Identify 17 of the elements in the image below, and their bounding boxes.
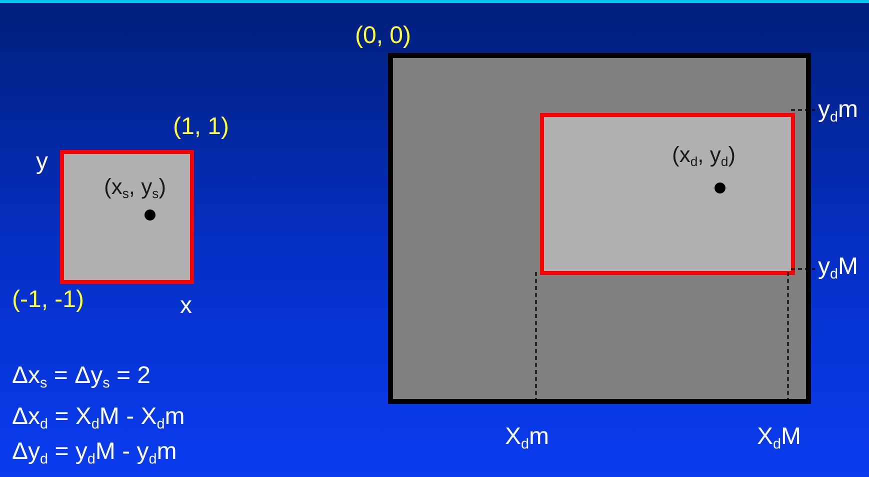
- formula-text: Δx$_{d}$ = X$_{d}$M - X$_{d}$m: [12, 405, 185, 432]
- axis-label: y$_{d}$M: [818, 255, 858, 282]
- axis-label: x: [180, 294, 192, 318]
- axis-label: X$_{d}$M: [757, 425, 802, 452]
- axis-label: y$_{d}$m: [818, 98, 858, 125]
- point-label: (x$_{s}$, y$_{s}$): [104, 176, 166, 200]
- coordinate-label: (1, 1): [173, 115, 230, 139]
- window-rectangle: [60, 150, 194, 284]
- axis-label: y: [36, 150, 48, 174]
- coordinate-label: (-1, -1): [12, 288, 84, 312]
- formula-text: Δx$_{s}$ = Δy$_{s}$ = 2: [12, 364, 151, 391]
- point-label: (x$_{d}$, y$_{d}$): [672, 144, 736, 168]
- axis-label: X$_{d}$m: [505, 425, 550, 452]
- window-rectangle: [540, 113, 795, 275]
- formula-text: Δy$_{d}$ = y$_{d}$M - y$_{d}$m: [12, 440, 177, 467]
- coordinate-label: (0, 0): [355, 24, 412, 48]
- canvas-rectangle: [388, 53, 811, 404]
